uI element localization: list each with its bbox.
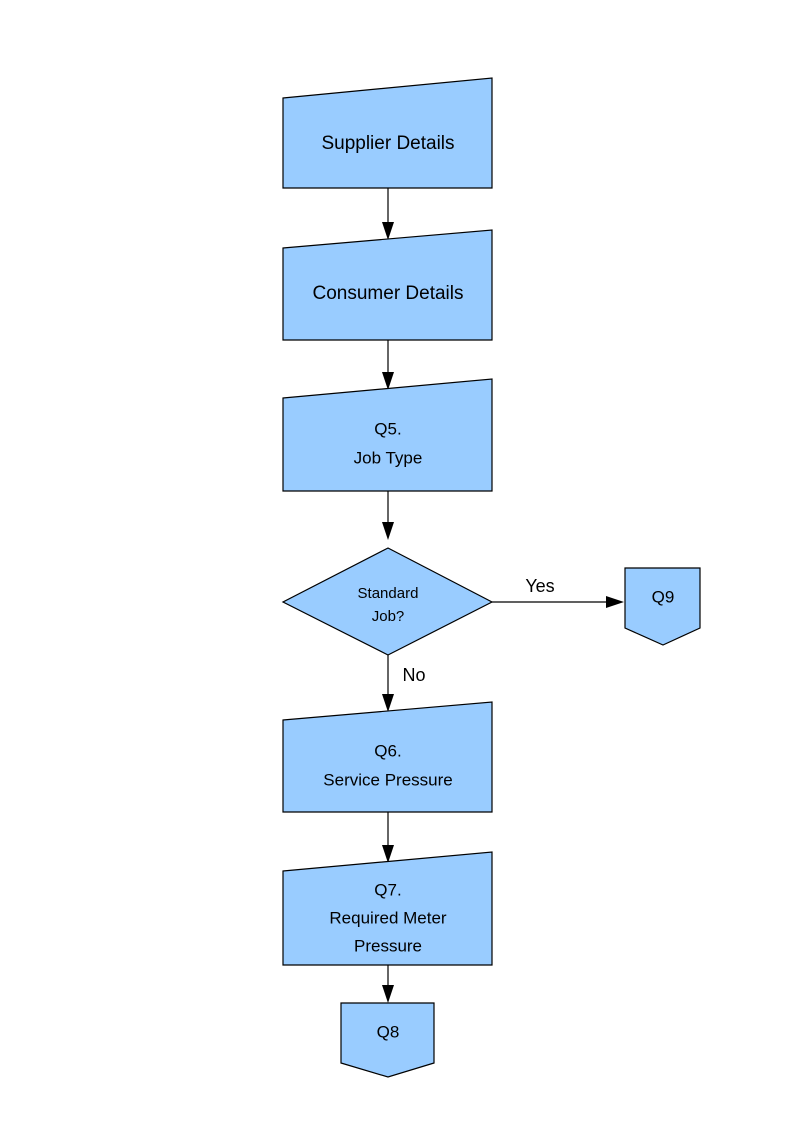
node-shape-pentagon-notched[interactable] [624,567,701,646]
node-q5-job-type[interactable]: Q5. Job Type [282,378,493,492]
node-q9[interactable]: Q9 [624,567,701,646]
arrowhead-icon [382,694,394,712]
node-q7-required-meter-pressure[interactable]: Q7. Required Meter Pressure [282,851,493,966]
edge-supplier-to-consumer [382,188,394,240]
arrowhead-icon [606,596,624,608]
node-shape-manual-input[interactable] [282,229,493,341]
node-standard-job-decision[interactable]: Standard Job? [281,547,494,656]
node-consumer-details[interactable]: Consumer Details [282,229,493,341]
node-label-q5-line1: Q5. [374,419,401,438]
node-label-q6-line2: Service Pressure [323,770,452,789]
node-label-decision-line1: Standard [358,585,419,602]
node-label-q8: Q8 [377,1022,400,1041]
node-label-q5-line2: Job Type [354,448,423,467]
arrowhead-icon [382,372,394,390]
node-supplier-details[interactable]: Supplier Details [282,77,493,189]
node-q6-service-pressure[interactable]: Q6. Service Pressure [282,701,493,813]
node-q8[interactable]: Q8 [340,1002,435,1078]
node-shape-pentagon-notched[interactable] [340,1002,435,1078]
arrowhead-icon [382,845,394,863]
node-label-decision-line2: Job? [372,608,405,625]
node-label-supplier-details: Supplier Details [321,133,454,154]
node-shape-decision[interactable] [281,547,494,656]
edge-q7-to-q8 [382,965,394,1003]
node-shape-manual-input[interactable] [282,701,493,813]
node-label-consumer-details: Consumer Details [313,283,464,304]
edge-consumer-to-q5 [382,340,394,390]
node-label-q9: Q9 [652,587,675,606]
edge-decision-to-q9-yes: Yes [492,576,624,608]
edge-label-yes: Yes [525,576,554,596]
node-shape-manual-input[interactable] [282,378,493,492]
node-label-q6-line1: Q6. [374,741,401,760]
node-label-q7-line3: Pressure [354,936,422,955]
node-label-q7-line1: Q7. [374,880,401,899]
arrowhead-icon [382,522,394,540]
node-shape-manual-input[interactable] [282,851,493,966]
edge-label-no: No [402,665,425,685]
arrowhead-icon [382,222,394,240]
edge-q5-to-decision [382,491,394,540]
edge-decision-to-q6-no: No [382,655,426,712]
node-label-q7-line2: Required Meter [329,908,447,927]
node-shape-manual-input[interactable] [282,77,493,189]
arrowhead-icon [382,985,394,1003]
edge-q6-to-q7 [382,812,394,863]
